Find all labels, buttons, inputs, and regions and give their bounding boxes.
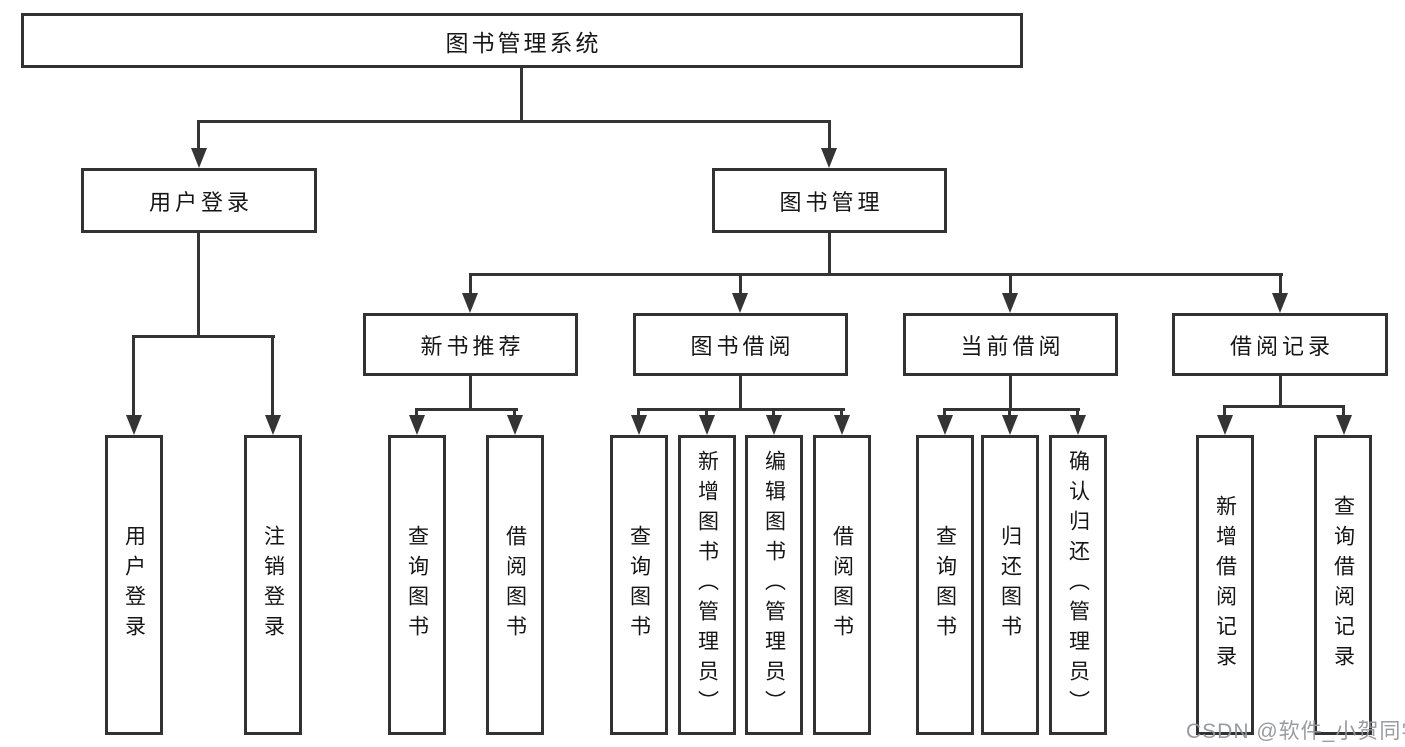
connector-root-stem [520, 68, 523, 120]
node-book-management-label: 图书管理 [779, 189, 884, 215]
connector-drop [772, 408, 775, 418]
leaf-query-books-borrow: 查询图书 [610, 435, 668, 735]
node-book-borrow-label: 图书借阅 [690, 333, 795, 359]
arrow-down-icon [1336, 415, 1352, 435]
arrow-down-icon [507, 415, 523, 435]
connector-borrow-records-hbar [1223, 405, 1345, 408]
leaf-query-books-recommend: 查询图书 [388, 435, 446, 735]
connector-drop [637, 408, 640, 418]
connector-drop [943, 408, 946, 418]
arrow-down-icon [1002, 293, 1018, 313]
connector-drop-book-management [828, 120, 831, 150]
connector-drop-leaf-logout [271, 335, 274, 417]
connector-book-borrow-stem [739, 376, 742, 410]
arrow-down-icon [1002, 415, 1018, 435]
arrow-down-icon [766, 415, 782, 435]
node-book-management: 图书管理 [712, 168, 947, 233]
leaf-borrow-books-recommend: 借阅图书 [486, 435, 544, 735]
arrow-down-icon [265, 415, 281, 435]
connector-drop [840, 408, 843, 418]
arrow-down-icon [937, 415, 953, 435]
arrow-down-icon [821, 148, 837, 168]
csdn-watermark: CSDN @软件_小贺同学 [1186, 720, 1405, 743]
connector-drop-new-book-recommend [469, 273, 472, 295]
connector-drop-leaf-user-login [132, 335, 135, 417]
connector-current-borrow-stem [1009, 376, 1012, 410]
arrow-down-icon [409, 415, 425, 435]
arrow-down-icon [1272, 293, 1288, 313]
connector-level3-hbar [469, 273, 1283, 276]
node-user-login: 用户登录 [81, 168, 317, 233]
connector-root-hbar [197, 120, 831, 123]
leaf-add-borrow-record: 新增借阅记录 [1196, 435, 1254, 735]
connector-drop [415, 408, 418, 418]
leaf-edit-books-admin: 编辑图书（管理员） [745, 435, 803, 735]
connector-drop-borrow-records [1279, 273, 1282, 295]
leaf-query-books-current: 查询图书 [916, 435, 974, 735]
connector-drop [1223, 405, 1226, 418]
arrow-down-icon [191, 148, 207, 168]
connector-new-book-recommend-hbar [415, 408, 518, 411]
connector-new-book-recommend-stem [469, 376, 472, 410]
arrow-down-icon [732, 293, 748, 313]
connector-book-management-stem [828, 233, 831, 275]
node-current-borrow-label: 当前借阅 [960, 333, 1065, 359]
connector-drop-current-borrow [1009, 273, 1012, 295]
arrow-down-icon [1070, 415, 1086, 435]
leaf-logout: 注销登录 [244, 435, 302, 735]
leaf-user-login: 用户登录 [105, 435, 163, 735]
connector-drop [513, 408, 516, 418]
arrow-down-icon [699, 415, 715, 435]
leaf-confirm-return-admin: 确认归还（管理员） [1049, 435, 1107, 735]
connector-drop-user-login [197, 120, 200, 150]
arrow-down-icon [1217, 415, 1233, 435]
arrow-down-icon [631, 415, 647, 435]
connector-drop-book-borrow [739, 273, 742, 295]
node-borrow-records: 借阅记录 [1172, 313, 1388, 376]
node-new-book-recommend-label: 新书推荐 [420, 333, 525, 359]
leaf-query-borrow-record: 查询借阅记录 [1314, 435, 1372, 735]
node-root-label: 图书管理系统 [445, 29, 602, 56]
node-borrow-records-label: 借阅记录 [1229, 333, 1334, 359]
connector-borrow-records-stem [1279, 376, 1282, 408]
arrow-down-icon [462, 293, 478, 313]
connector-drop [1342, 405, 1345, 418]
arrow-down-icon [834, 415, 850, 435]
node-new-book-recommend: 新书推荐 [363, 313, 578, 376]
node-root: 图书管理系统 [21, 13, 1023, 68]
connector-drop [1076, 408, 1079, 418]
connector-user-login-hbar [132, 335, 275, 338]
leaf-return-books: 归还图书 [981, 435, 1039, 735]
connector-current-borrow-hbar [943, 408, 1080, 411]
arrow-down-icon [126, 415, 142, 435]
leaf-add-books-admin: 新增图书（管理员） [678, 435, 736, 735]
leaf-borrow-books: 借阅图书 [813, 435, 871, 735]
connector-drop [705, 408, 708, 418]
node-current-borrow: 当前借阅 [903, 313, 1118, 376]
connector-user-login-stem [197, 233, 200, 335]
node-book-borrow: 图书借阅 [633, 313, 848, 376]
connector-drop [1008, 408, 1011, 418]
node-user-login-label: 用户登录 [148, 189, 253, 215]
connector-book-borrow-hbar [637, 408, 845, 411]
